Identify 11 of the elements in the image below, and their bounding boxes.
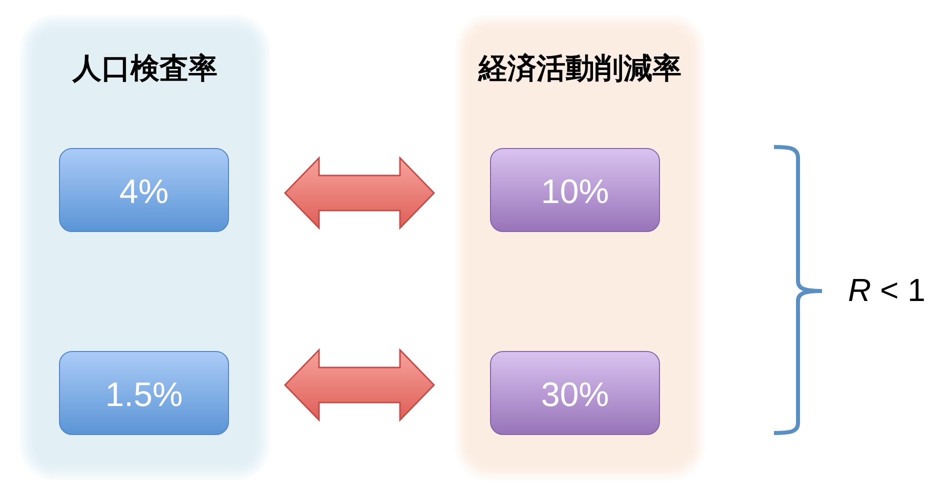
column-heading: 経済活動削減率 [476, 53, 682, 85]
double-arrow [284, 348, 436, 422]
value-box: 10% [490, 148, 660, 232]
column-panel [20, 15, 270, 480]
value-box: 1.5% [59, 351, 229, 435]
value-box: 4% [59, 148, 229, 232]
value-box: 30% [490, 351, 660, 435]
double-arrow [284, 156, 436, 230]
column-heading: 人口検査率 [71, 53, 218, 85]
condition-label: R < 1 [848, 271, 926, 310]
column-panel [455, 15, 705, 480]
